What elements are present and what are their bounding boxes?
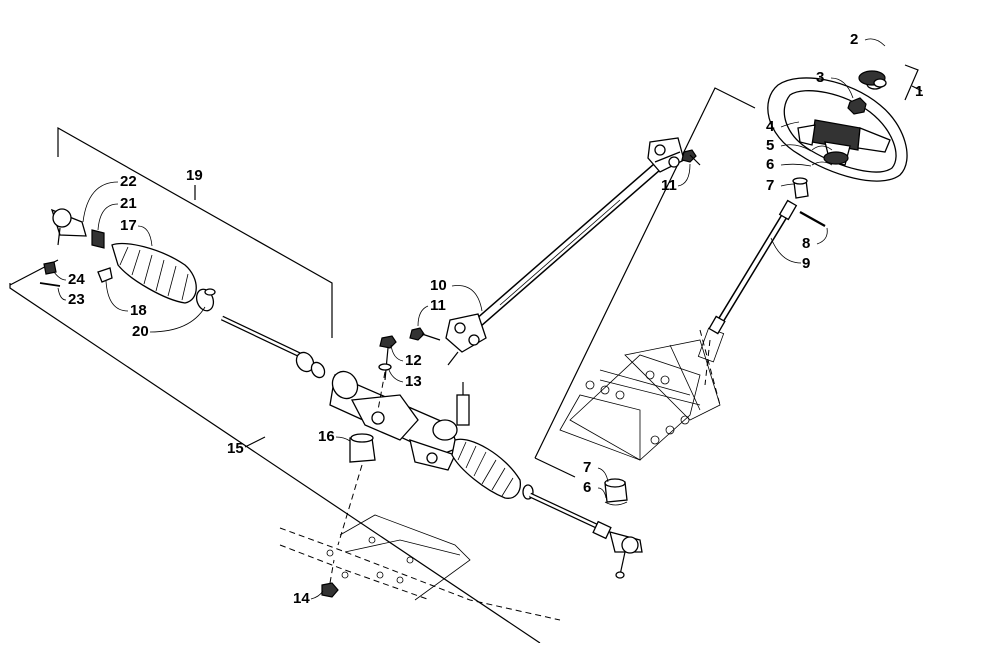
callout-13: 13 (405, 373, 422, 390)
callout-9: 9 (802, 255, 810, 272)
frame-bracket (559, 327, 725, 461)
washer-5 (811, 145, 833, 151)
callout-10: 10 (430, 277, 447, 294)
boot-17 (111, 242, 197, 304)
callout-11-lower: 11 (430, 297, 446, 314)
callout-14: 14 (293, 590, 310, 607)
bushing-16-leader (337, 464, 363, 546)
callout-16: 16 (318, 428, 335, 445)
callout-6-lower: 6 (583, 479, 591, 496)
intermediate-shaft (445, 137, 685, 366)
group-1-leader (911, 85, 923, 92)
floor-frame (279, 514, 561, 621)
clamp-20 (195, 288, 216, 312)
group-9-bottom (534, 457, 576, 478)
callout-7-lower: 7 (583, 459, 591, 476)
callouts: 1 2 3 4 5 6 7 8 9 10 11 11 12 (53, 31, 923, 607)
pin-8 (799, 211, 826, 227)
group-9-bracket (534, 87, 756, 459)
callout-22: 22 (120, 173, 137, 190)
nut-14 (321, 559, 339, 598)
callout-24: 24 (68, 271, 85, 288)
steering-shaft (708, 199, 798, 335)
steering-rack (220, 315, 643, 579)
group-19-bracket (57, 126, 333, 338)
callout-8: 8 (802, 235, 810, 252)
jam-nut-21 (91, 229, 105, 249)
washer-13 (378, 363, 392, 371)
bolt-11-upper (681, 149, 701, 166)
group-15-leader (244, 436, 266, 448)
bushing-7 (792, 177, 809, 199)
callout-17: 17 (120, 217, 137, 234)
washer-6 (811, 161, 833, 166)
steering-wheel (767, 77, 908, 182)
nut-3 (847, 97, 867, 115)
callout-15: 15 (227, 440, 244, 457)
callout-18: 18 (130, 302, 147, 319)
bolt-11-lower (409, 327, 441, 341)
callout-11-upper: 11 (661, 177, 677, 194)
callout-3: 3 (816, 69, 824, 86)
nut-24 (43, 261, 57, 275)
callout-20: 20 (132, 323, 149, 340)
callout-6: 6 (766, 156, 774, 173)
pin-23 (39, 282, 61, 287)
bushing-16 (349, 433, 376, 463)
tie-rod-end-22 (50, 208, 87, 246)
callout-7: 7 (766, 177, 774, 194)
callout-21: 21 (120, 195, 137, 212)
bolt-12-leader (377, 371, 386, 411)
hub-cap (858, 70, 887, 90)
clamp-18 (97, 267, 113, 283)
callout-23: 23 (68, 291, 85, 308)
bolt-12 (379, 335, 397, 381)
callout-5: 5 (766, 137, 774, 154)
group-1-bracket (904, 64, 919, 101)
bushing-lower (604, 478, 628, 506)
callout-4: 4 (766, 118, 775, 135)
callout-12: 12 (405, 352, 422, 369)
callout-1: 1 (915, 83, 923, 100)
callout-2: 2 (850, 31, 858, 48)
callout-19: 19 (186, 167, 203, 184)
